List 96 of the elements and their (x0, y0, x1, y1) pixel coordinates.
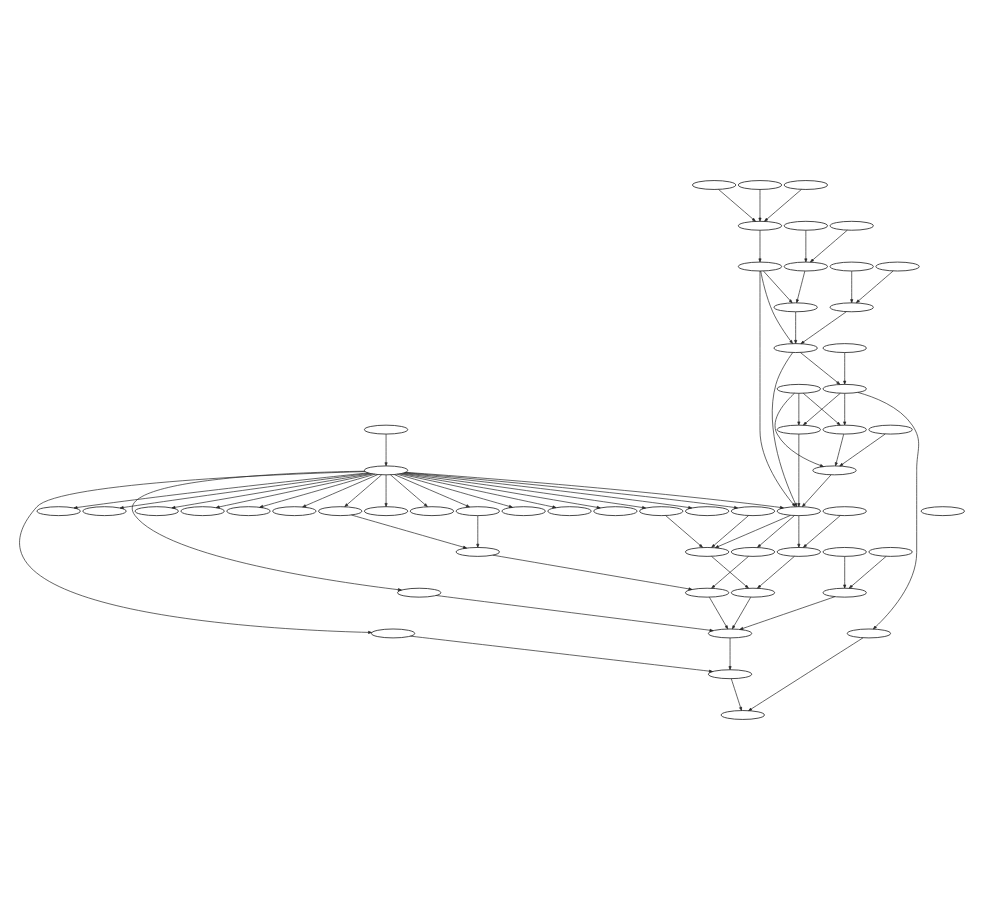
node-ellipse (822, 506, 867, 517)
node-ellipse (730, 587, 776, 598)
arrow (834, 433, 845, 467)
arrow (839, 433, 886, 467)
node-ellipse (737, 220, 783, 231)
arrow (794, 311, 798, 344)
arrow (171, 473, 372, 509)
arrow (344, 474, 383, 507)
node-ellipse (868, 547, 913, 557)
node-ellipse (773, 302, 818, 313)
arrow (804, 230, 808, 263)
arrow (399, 473, 557, 509)
node-ellipse (776, 383, 821, 394)
node-ellipse (783, 261, 828, 272)
node-ellipse (846, 628, 891, 639)
arrow (810, 229, 848, 263)
arrow (711, 515, 749, 548)
arrow (20, 471, 372, 634)
arrow (800, 311, 847, 345)
node-ellipse (829, 220, 874, 231)
arrow (763, 270, 793, 304)
arrow (803, 515, 841, 548)
arrow (850, 270, 854, 304)
arrow (384, 433, 388, 467)
arrow (855, 270, 894, 304)
node-ellipse (829, 261, 874, 272)
node-ellipse (364, 424, 409, 435)
arrow (843, 556, 847, 589)
arrow (390, 474, 428, 507)
arrow (857, 392, 919, 630)
arrow (132, 470, 402, 592)
arrow (843, 393, 847, 426)
arrow (435, 595, 714, 632)
arrow (400, 473, 601, 509)
node-ellipse (737, 261, 783, 272)
arrow (748, 637, 864, 712)
arrow (796, 270, 806, 304)
arrow (758, 230, 762, 263)
arrow (757, 515, 795, 548)
arrow (730, 678, 742, 711)
node-ellipse (364, 465, 409, 476)
arrow (759, 270, 796, 507)
arrow (757, 556, 795, 589)
node-ellipse (730, 547, 776, 557)
node-ellipse (868, 424, 913, 435)
node-ellipse (783, 180, 828, 190)
arrow (384, 474, 388, 507)
arrow (665, 515, 703, 548)
arrow (711, 556, 749, 589)
arrow (302, 474, 379, 508)
arrow (715, 514, 792, 549)
arrow (758, 189, 762, 222)
arrow (215, 473, 373, 509)
node-ellipse (409, 506, 454, 517)
arrow (848, 556, 887, 589)
arrow (764, 189, 802, 222)
arrow (843, 352, 847, 385)
node-ellipse (720, 710, 765, 720)
arrow (73, 472, 369, 509)
arrow (728, 637, 732, 670)
arrow (797, 515, 801, 548)
arrow (709, 596, 729, 630)
arrow (797, 433, 801, 508)
arrow (119, 472, 370, 509)
node-ellipse (829, 302, 874, 313)
node-ellipse (822, 547, 867, 557)
arrow (760, 270, 793, 344)
arrow (772, 352, 798, 507)
node-ellipse (318, 506, 363, 517)
arrow (802, 474, 832, 507)
arrow (718, 189, 756, 222)
node-ellipse (920, 506, 965, 517)
arrow (410, 635, 713, 673)
arrow (492, 554, 693, 591)
node-ellipse (776, 547, 821, 557)
arrow (797, 393, 801, 426)
node-ellipse (692, 180, 737, 190)
node-ellipse (822, 343, 867, 353)
arrow (393, 474, 470, 508)
node-ellipse (371, 628, 416, 639)
arrow (739, 596, 836, 630)
node-ellipse (783, 220, 828, 231)
node-ellipse (776, 424, 821, 435)
node-ellipse (364, 506, 409, 517)
node-ellipse (822, 424, 867, 435)
arrow (351, 514, 467, 549)
arrow (800, 352, 841, 385)
arrow (396, 473, 513, 508)
node-ellipse (737, 180, 783, 190)
arrow (402, 472, 646, 509)
arrow (259, 473, 376, 508)
node-ellipse (773, 343, 818, 353)
arrow (731, 596, 752, 630)
node-ellipse (875, 261, 920, 272)
arrow (476, 515, 480, 548)
node-ellipse (822, 587, 867, 598)
